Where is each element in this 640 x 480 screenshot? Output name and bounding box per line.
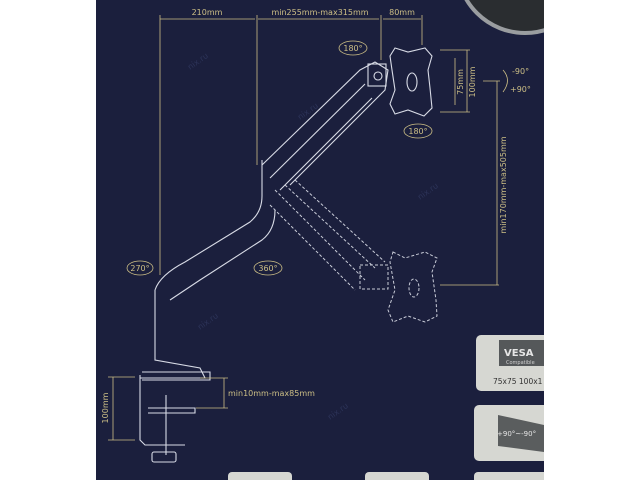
vesa-subtitle: Compatible <box>506 360 535 366</box>
rotation-base: 270° <box>130 264 149 273</box>
box-background <box>96 0 544 480</box>
feature-panel <box>365 472 429 480</box>
feature-panel <box>474 472 554 480</box>
feature-panel <box>228 472 292 480</box>
dim-80: 80mm <box>389 8 415 17</box>
tilt-range: +90°~-90° <box>497 430 536 438</box>
dim-100: 100mm <box>468 66 477 97</box>
rotation-elbow: 360° <box>258 264 277 273</box>
dim-75: 75mm <box>456 69 465 95</box>
monitor-arm-raised <box>140 47 433 379</box>
dim-210: 210mm <box>192 8 223 17</box>
tilt-down: +90° <box>510 85 531 94</box>
tilt-up: -90° <box>512 67 529 76</box>
monitor-arm-lowered <box>269 179 438 323</box>
rotation-head-top: 180° <box>343 44 362 53</box>
top-dimensions: 210mm min255mm-max315mm 80mm <box>159 8 423 275</box>
vesa-title: VESA <box>504 348 534 359</box>
rotation-head-bottom: 180° <box>408 127 427 136</box>
desk-clamp: 100mm min10mm-max85mm <box>101 371 315 463</box>
tilt-arrow-icon <box>502 69 508 93</box>
dim-desk-thickness: min10mm-max85mm <box>228 389 315 398</box>
rotation-labels: 180° 180° 270° 360° -90° +90° <box>126 40 531 276</box>
dim-clamp-height: 100mm <box>101 392 110 423</box>
height-dimension: min170mm-max505mm <box>440 80 508 286</box>
tilt-panel: +90°~-90° <box>474 405 554 461</box>
dim-height-range: min170mm-max505mm <box>499 136 508 233</box>
vesa-dimensions: 75mm 100mm <box>440 49 477 113</box>
dim-extension: min255mm-max315mm <box>271 8 368 17</box>
vesa-sizes: 75x75 100x1 <box>493 377 543 386</box>
